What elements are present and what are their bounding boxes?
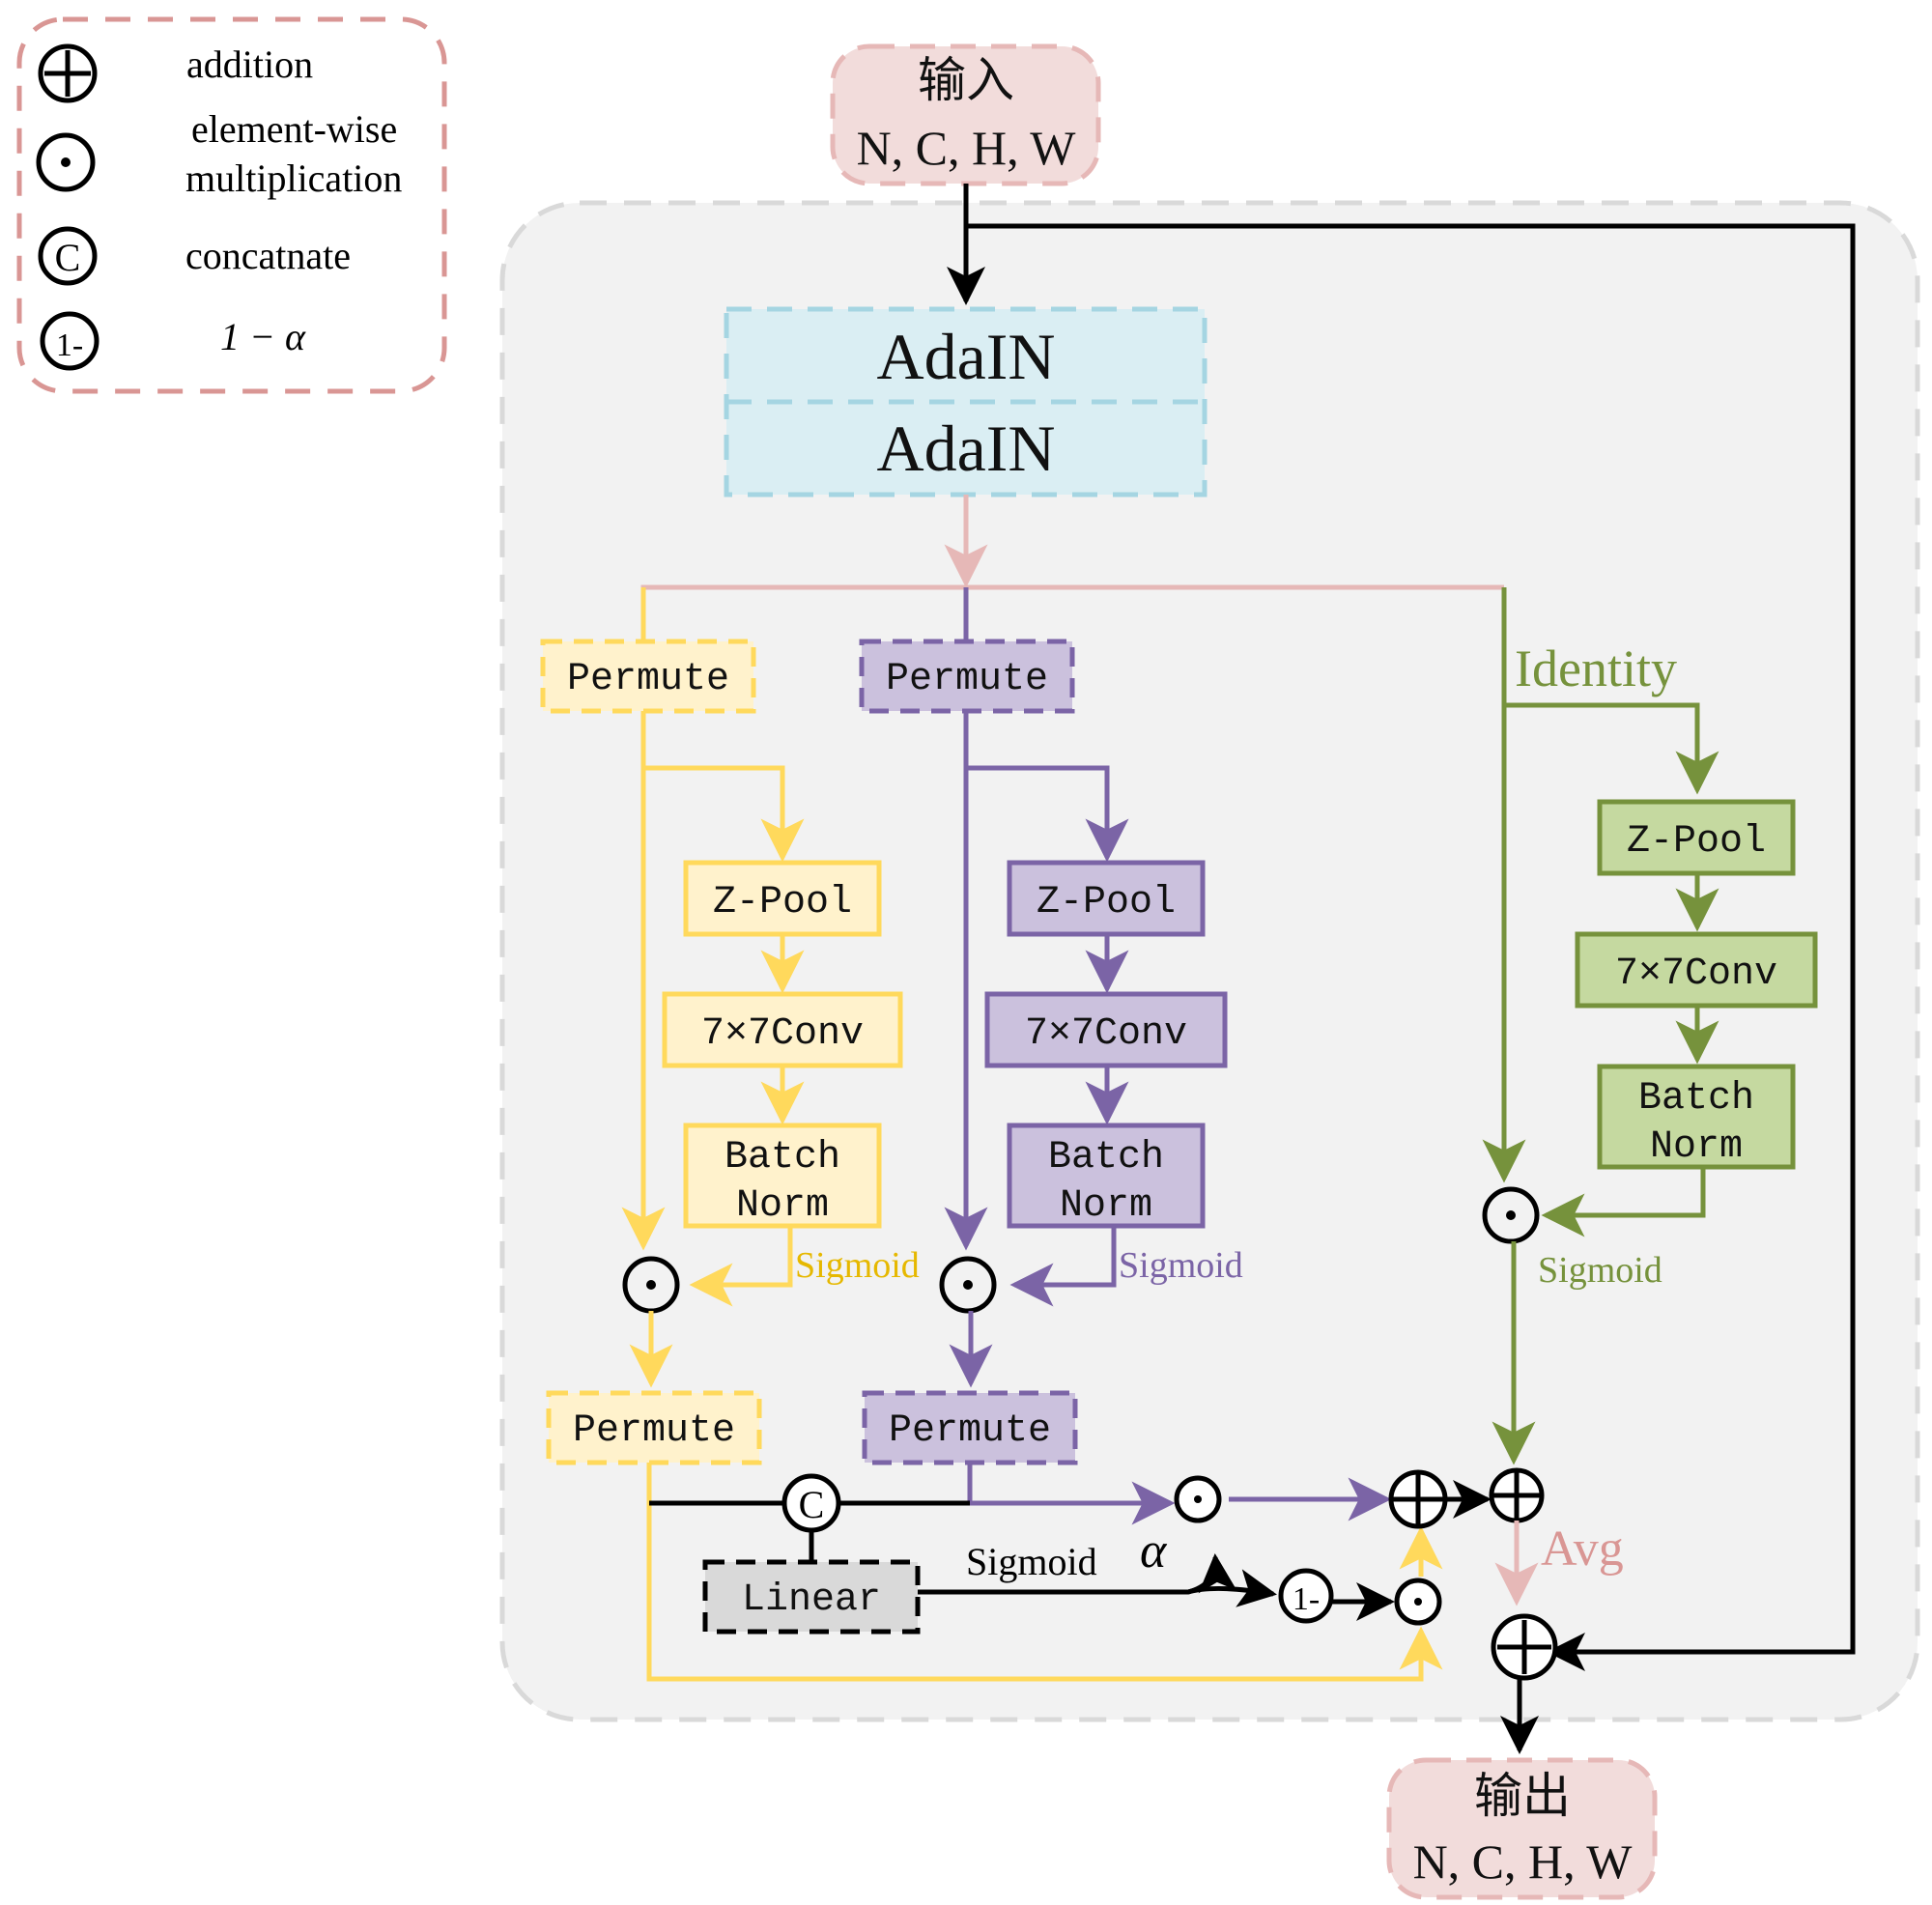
circle-dot-icon (36, 132, 96, 192)
circle-plus-icon (38, 43, 98, 103)
green-to-zpool-arrow (1504, 702, 1719, 795)
input-title: 输入 (918, 52, 1014, 108)
yellow-sigmoid-label: Sigmoid (795, 1245, 920, 1286)
yellow-permute-in: Permute (540, 639, 756, 714)
yellow-to-zpool-arrow (643, 765, 805, 863)
purple-sigmoid-label: Sigmoid (1119, 1245, 1243, 1286)
legend-label-concat: concatnate (185, 234, 351, 277)
svg-text:1-: 1- (1293, 1581, 1320, 1617)
legend-label-addition: addition (186, 43, 313, 86)
yellow-zpool: Z-Pool (683, 860, 882, 937)
adain-block: AdaIN AdaIN (724, 306, 1208, 498)
svg-text:Batch: Batch (724, 1136, 840, 1180)
output-node: 输出 N, C, H, W (1386, 1757, 1658, 1900)
legend: addition element-wise multiplication C c… (16, 16, 447, 394)
svg-text:C: C (55, 236, 81, 279)
input-node: 输入 N, C, H, W (830, 43, 1101, 186)
input-shape: N, C, H, W (857, 121, 1077, 175)
green-sigmoid-arrow (1541, 1167, 1706, 1237)
output-shape: N, C, H, W (1413, 1834, 1634, 1889)
yellow-bottom-arrow (646, 1463, 1443, 1682)
yellow-permute-out: Permute (546, 1390, 762, 1465)
identity-label: Identity (1515, 640, 1677, 697)
beta-multiply-icon (1394, 1578, 1442, 1626)
legend-label-mult-line2: multiplication (185, 156, 402, 200)
purple-zpool: Z-Pool (1007, 860, 1206, 937)
svg-text:Z-Pool: Z-Pool (1627, 820, 1766, 864)
svg-text:Linear: Linear (742, 1578, 881, 1622)
green-multiply-icon (1482, 1186, 1540, 1244)
adain-bottom-label: AdaIN (876, 412, 1055, 485)
green-batchnorm: Batch Norm (1597, 1064, 1796, 1170)
svg-text:Batch: Batch (1638, 1077, 1754, 1121)
svg-text:Permute: Permute (886, 658, 1048, 701)
fusion-sigmoid-label: Sigmoid (966, 1540, 1097, 1583)
yellow-batchnorm: Batch Norm (683, 1123, 882, 1229)
alpha-label: α (1140, 1523, 1168, 1578)
purple-to-zpool-arrow (966, 765, 1129, 863)
svg-text:Norm: Norm (736, 1184, 829, 1228)
svg-text:Z-Pool: Z-Pool (713, 881, 852, 924)
green-zpool: Z-Pool (1597, 799, 1796, 876)
alpha-multiply-icon (1174, 1475, 1222, 1523)
svg-text:Permute: Permute (573, 1409, 735, 1453)
svg-text:Z-Pool: Z-Pool (1037, 881, 1176, 924)
one-minus-icon: 1- (1278, 1568, 1334, 1624)
circle-one-minus-icon: 1- (40, 311, 99, 371)
branch-add-icon (1489, 1467, 1545, 1523)
svg-text:Permute: Permute (567, 658, 729, 701)
purple-permute-out: Permute (862, 1390, 1078, 1465)
svg-text:7×7Conv: 7×7Conv (1025, 1012, 1187, 1056)
fusion-add-icon (1388, 1469, 1448, 1529)
svg-text:7×7Conv: 7×7Conv (701, 1012, 864, 1056)
module-panel (499, 200, 1920, 1722)
green-sigmoid-label: Sigmoid (1538, 1250, 1662, 1291)
purple-sigmoid-arrow (1009, 1226, 1117, 1307)
svg-text:Batch: Batch (1048, 1136, 1164, 1180)
svg-text:Permute: Permute (889, 1409, 1051, 1453)
output-title: 输出 (1474, 1768, 1571, 1824)
green-conv: 7×7Conv (1575, 931, 1818, 1009)
svg-text:Norm: Norm (1650, 1125, 1743, 1169)
yellow-sigmoid-arrow (689, 1226, 793, 1307)
legend-label-mult-line1: element-wise (191, 107, 397, 151)
avg-label: Avg (1541, 1521, 1624, 1577)
linear-block: Linear (702, 1559, 921, 1635)
arrow-residual-skip (966, 223, 1856, 1671)
svg-text:Norm: Norm (1060, 1184, 1152, 1228)
purple-permute-in: Permute (859, 639, 1075, 714)
purple-multiply-icon (939, 1256, 997, 1314)
svg-text:7×7Conv: 7×7Conv (1615, 952, 1777, 996)
svg-text:C: C (799, 1483, 825, 1526)
adain-top-label: AdaIN (876, 320, 1055, 393)
purple-batchnorm: Batch Norm (1007, 1123, 1206, 1229)
yellow-conv: 7×7Conv (662, 991, 903, 1068)
sigmoid-to-one-minus-arrow (1187, 1569, 1277, 1607)
residual-add-icon (1491, 1613, 1558, 1681)
concat-icon: C (781, 1473, 841, 1533)
legend-border (16, 16, 447, 394)
legend-label-one-minus-alpha: 1 − α (220, 315, 306, 358)
svg-text:1-: 1- (56, 327, 83, 363)
circle-c-icon: C (38, 226, 98, 286)
purple-conv: 7×7Conv (984, 991, 1228, 1068)
